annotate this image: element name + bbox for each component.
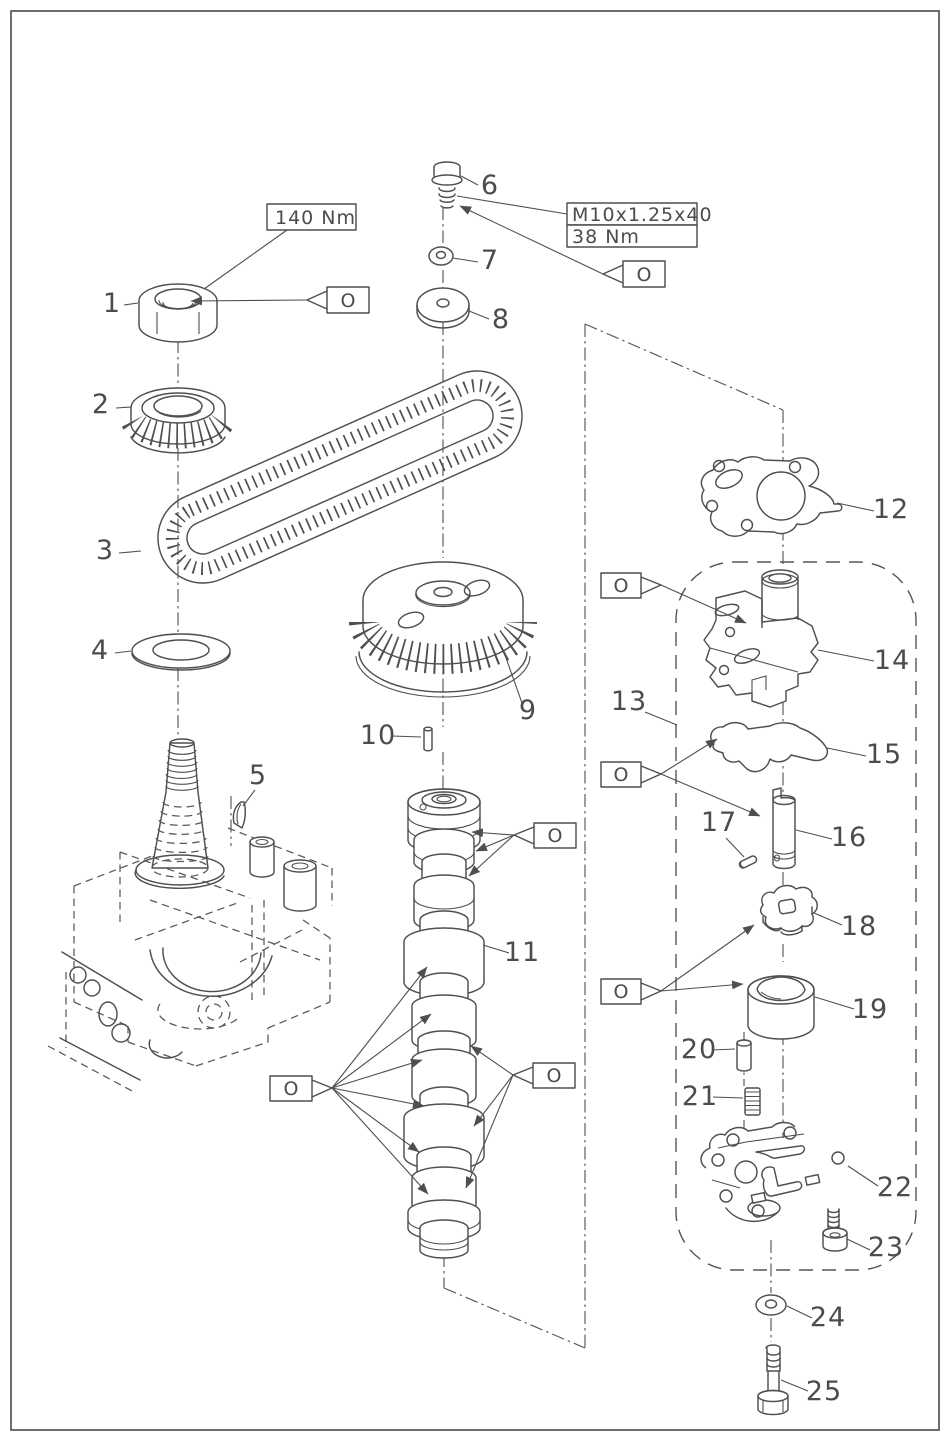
callout-21: 21 [682,1081,718,1112]
oil-symbol: O [547,1065,562,1087]
part-9-camshaft-timing-pulley [349,561,537,698]
part-7-washer-small [428,246,454,266]
callout-3: 3 [96,535,114,566]
oil-tag-pump-body: O [600,572,747,624]
callout-12: 12 [873,494,909,525]
part-4-washer [131,633,231,671]
callout-numbers: 1 2 3 4 5 6 7 8 9 10 11 12 13 14 15 16 1… [91,170,913,1407]
part-5-woodruff-key [232,801,247,829]
oil-tag-cam-left: O [269,966,432,1195]
callout-1: 1 [103,288,121,319]
callout-4: 4 [91,635,109,666]
part-16-pump-drive-shaft [772,787,796,870]
oil-symbol: O [548,825,563,847]
callout-20: 20 [681,1034,717,1065]
oil-pump-subassembly-boundary [675,561,917,1271]
part-11-camshaft [403,788,485,1259]
oil-tag-cam-right: O [465,1045,576,1189]
oil-symbol: O [614,764,629,786]
part-20-relief-valve-piston [736,1039,752,1072]
callout-11: 11 [504,937,540,968]
callout-25: 25 [806,1376,842,1407]
oil-symbol: O [284,1078,299,1100]
crankshaft-nose [134,738,225,890]
callout-8: 8 [492,304,510,335]
callout-22: 22 [877,1172,913,1203]
part-23-cover-screw [822,1208,848,1252]
oil-tags: O O O O O [190,205,761,1195]
fastener-cluster [59,951,183,1081]
part-1-crankshaft-nut [138,283,218,343]
callout-leaders [114,175,879,1392]
callout-13: 13 [611,686,647,717]
part-2-crankshaft-timing-pulley [121,387,235,454]
part-8-washer-disc [416,287,470,329]
torque-label-140nm: 140 Nm [203,203,357,290]
bolt-spec-size: M10x1.25x40 [572,204,713,226]
callout-19: 19 [852,994,888,1025]
callout-16: 16 [831,822,867,853]
timing-belt [157,370,523,584]
part-24-washer [755,1294,787,1316]
callout-14: 14 [874,645,910,676]
bolt-spec-table: M10x1.25x40 38 Nm [456,195,713,248]
callout-2: 2 [92,389,110,420]
part-14-oil-pump-body [703,569,819,708]
part-10-dowel-pin [423,726,433,752]
part-18-pump-inner-rotor [759,884,818,936]
oil-tag-shim-shaft: O [600,738,761,817]
crankcase-reference-assembly [47,738,333,1093]
part-17-drive-pin [738,855,758,869]
centerlines [177,207,784,1349]
callout-24: 24 [810,1302,846,1333]
oil-symbol: O [637,264,652,286]
part-6-camshaft-pulley-bolt [431,161,463,209]
part-22-pump-cover-plate [700,1121,845,1223]
oil-symbol: O [341,290,356,312]
callout-9: 9 [519,695,537,726]
oil-symbol: O [614,981,629,1003]
torque-value-140nm: 140 Nm [275,207,356,229]
part-21-relief-valve-spring [744,1087,761,1116]
part-15-pump-shim-plate [710,721,829,773]
oil-tag-cam-top: O [468,822,577,877]
part-12-oil-pump-gasket [700,456,843,537]
bolt-boss [249,836,317,912]
oil-tag-rotors: O [600,924,755,1005]
callout-23: 23 [868,1232,904,1263]
callout-18: 18 [841,911,877,942]
oil-tag-nut: O [190,286,370,314]
callout-10: 10 [360,720,396,751]
callout-6: 6 [481,170,499,201]
oil-symbol: O [614,575,629,597]
bolt-spec-torque: 38 Nm [572,226,640,248]
callout-17: 17 [701,807,737,838]
part-19-pump-outer-rotor [747,975,815,1040]
callout-7: 7 [481,245,499,276]
part-25-pump-mount-bolt [757,1344,789,1416]
callout-15: 15 [866,739,902,770]
drawing-border [10,10,940,1431]
callout-5: 5 [249,760,267,791]
oil-tag-bolt: O [459,205,666,288]
